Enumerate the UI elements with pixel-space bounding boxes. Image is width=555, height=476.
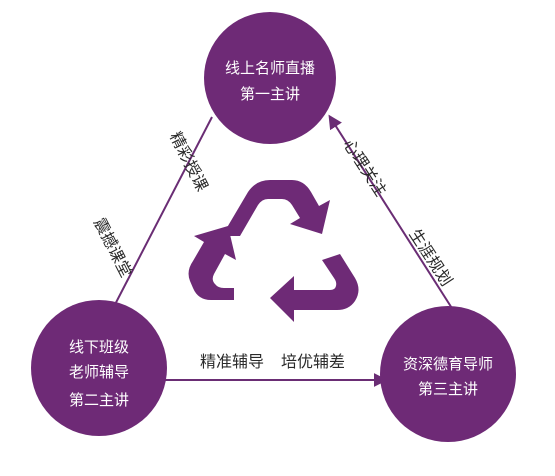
edge-label-left-lower: 震撼课堂 [90,215,136,281]
arrow-right-to-top [328,114,456,314]
node-left: 线下班级 老师辅导 第二主讲 [31,300,167,436]
edge-label-right-lower: 生涯规划 [405,225,456,289]
edge-label-right-upper: 心理关注 [339,135,390,199]
node-left-line2: 老师辅导 [69,363,129,381]
edge-label-bottom-right: 培优辅差 [281,352,345,371]
recycle-icon [188,180,359,322]
node-left-line3: 第二主讲 [69,391,129,409]
node-right-line2: 第三主讲 [418,380,478,398]
node-top-line1: 线上名师直播 [225,59,315,77]
node-left-line1: 线下班级 [69,338,129,356]
edge-label-left-upper: 精彩授课 [166,129,212,195]
arrow-top-to-left [106,116,213,321]
node-right-line1: 资深德育导师 [403,355,493,373]
edge-label-bottom-left: 精准辅导 [200,352,264,371]
node-right: 资深德育导师 第三主讲 [380,306,516,442]
center-label: 学生 [248,242,296,270]
node-top-line2: 第一主讲 [240,85,300,103]
node-top: 线上名师直播 第一主讲 [204,12,336,144]
